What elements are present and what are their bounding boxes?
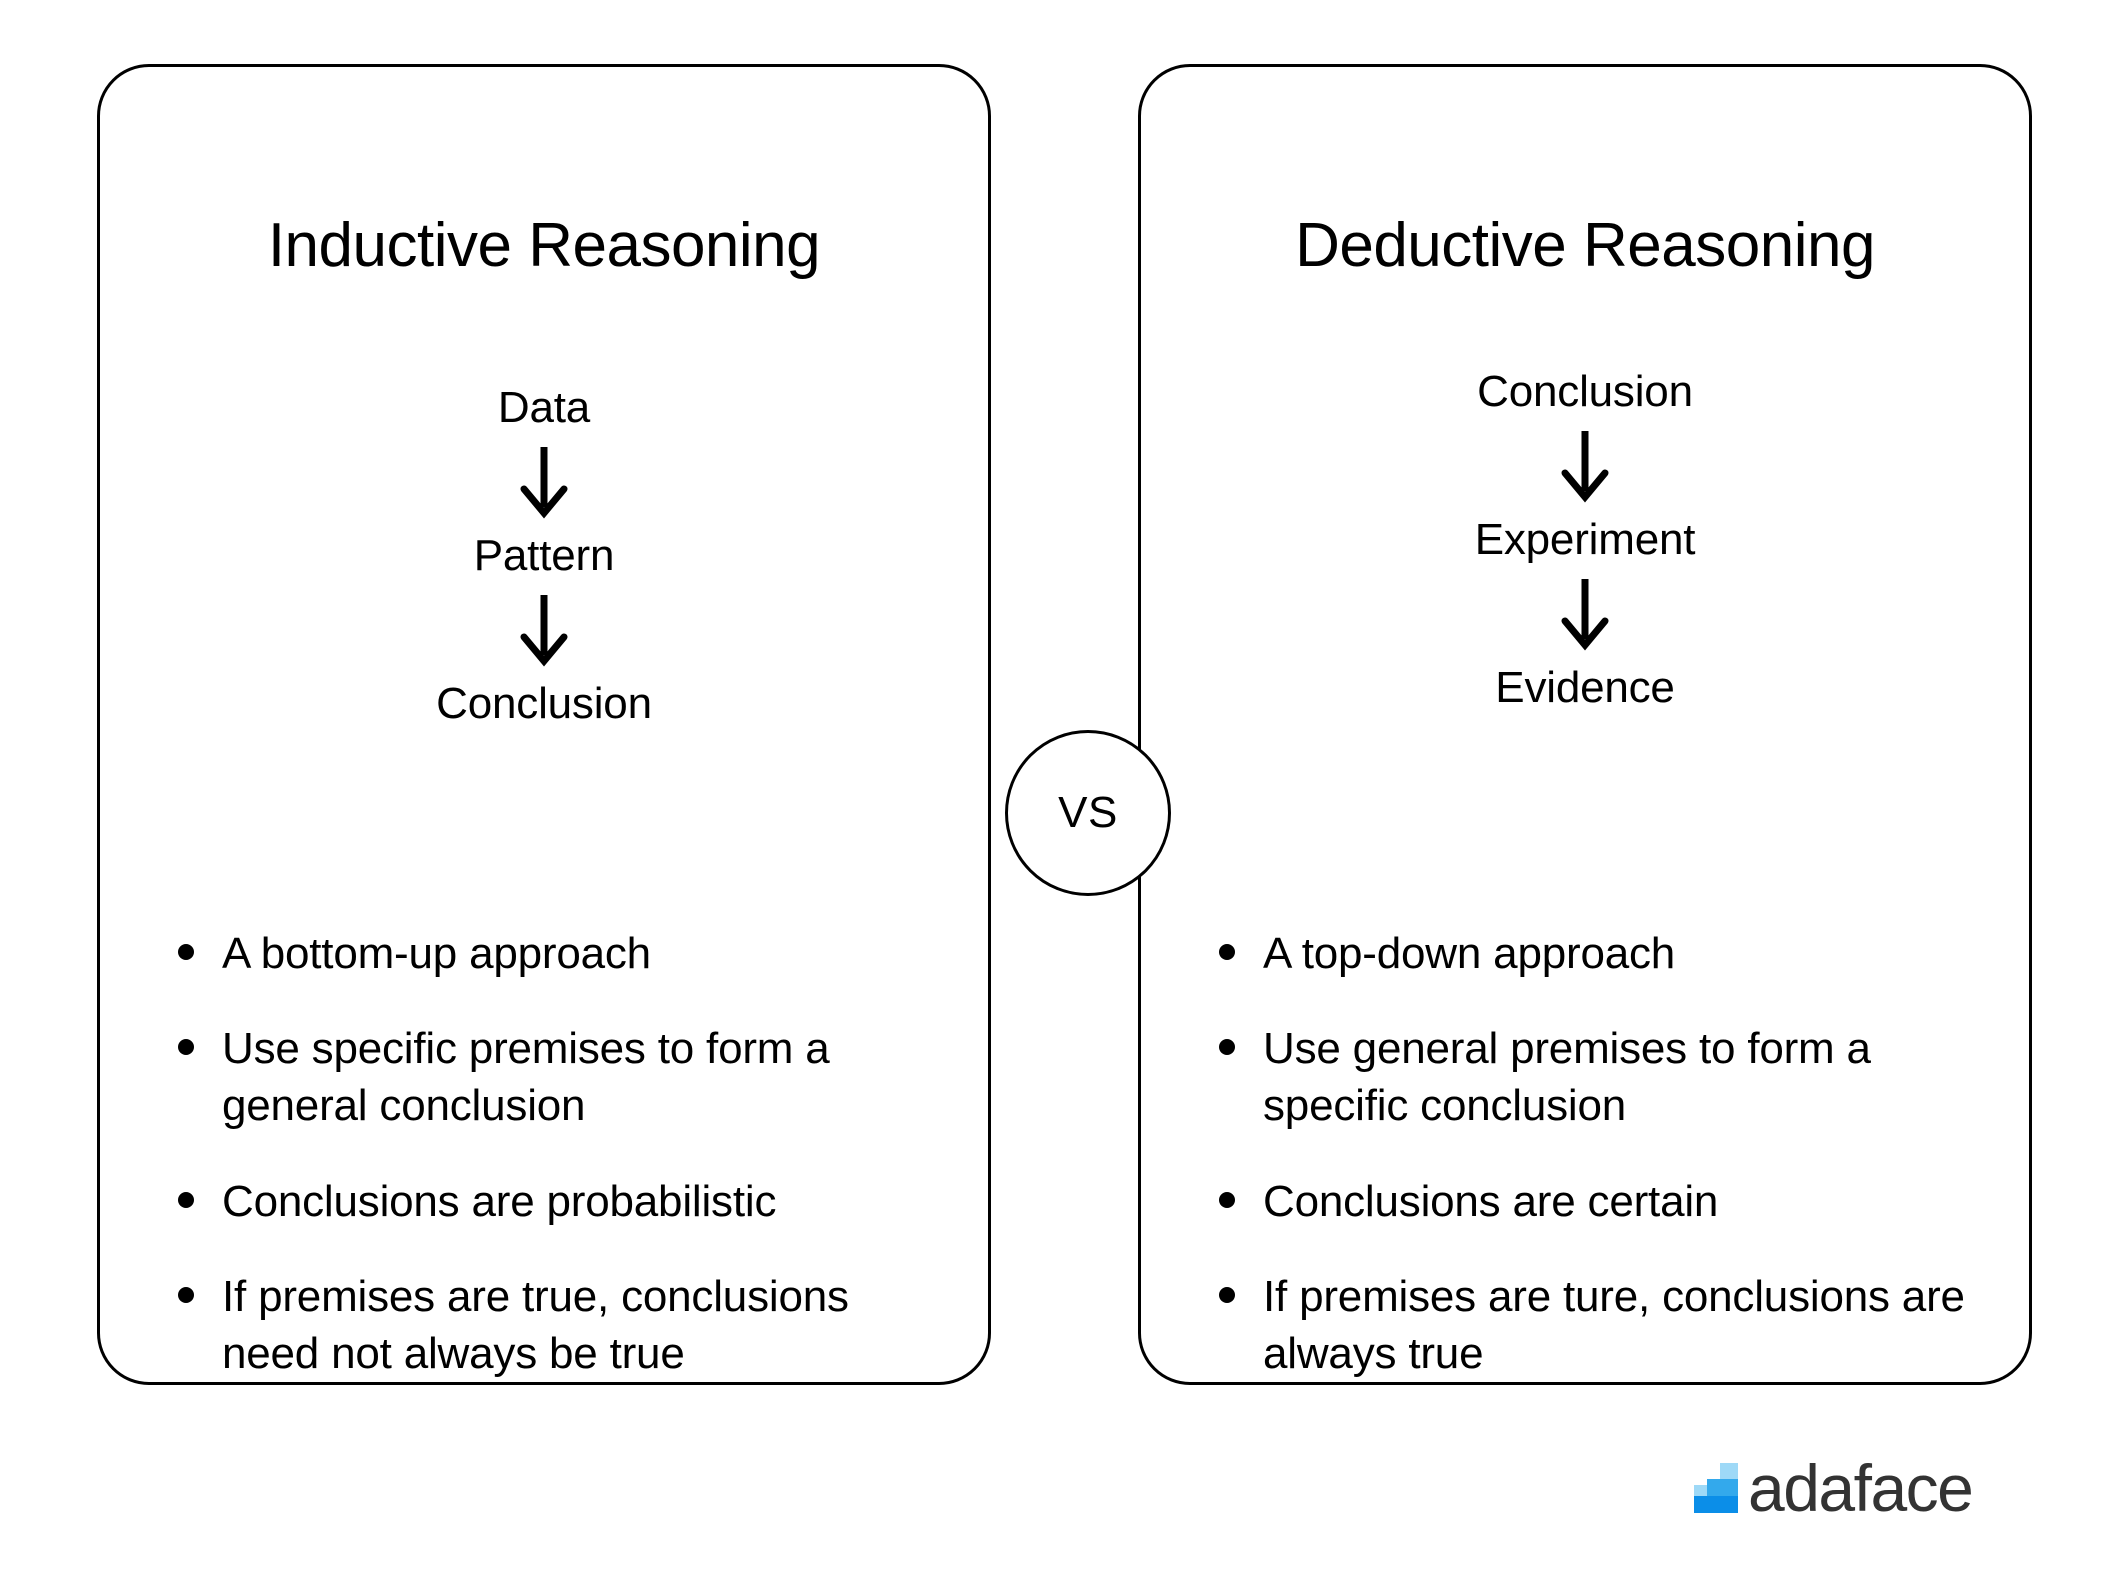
list-item: Conclusions are certain [1219,1173,1989,1230]
arrow-down-icon [1559,429,1611,503]
list-item: Use general premises to form a specific … [1219,1020,1989,1134]
flow-node-experiment: Experiment [1474,515,1696,565]
bullet-dot-icon [1219,1286,1235,1303]
bullet-dot-icon [1219,1039,1235,1056]
adaface-steps-logo-icon [1694,1463,1738,1513]
flow-node-conclusion: Conclusion [1477,367,1693,416]
list-item-label: Use general premises to form a specific … [1263,1024,1871,1131]
deductive-flow-diagram: Conclusion Experiment Evidence [1141,367,2029,713]
list-item: Conclusions are probabilistic [178,1173,948,1230]
flow-node-data: Data [497,383,591,432]
panel-inductive-reasoning: Inductive Reasoning Data Pattern Conclus… [97,64,991,1385]
inductive-flow-diagram: Data Pattern Conclusion [100,383,988,729]
list-item: A top-down approach [1219,925,1989,982]
arrow-down-icon [518,445,570,519]
versus-label: VS [1058,788,1118,837]
bullet-dot-icon [178,1039,194,1056]
flow-node-conclusion: Conclusion [436,679,652,729]
list-item-label: Conclusions are probabilistic [222,1176,777,1226]
bullet-dot-icon [1219,944,1235,960]
arrow-down-icon [518,593,570,667]
inductive-bullet-list: A bottom-up approach Use specific premis… [178,925,948,1382]
arrow-down-icon [1559,577,1611,651]
bullet-dot-icon [1219,1191,1235,1208]
list-item: If premises are true, conclusions need n… [178,1268,948,1382]
list-item-label: A bottom-up approach [222,929,651,978]
adaface-wordmark: adaface [1748,1451,1974,1525]
list-item: If premises are ture, conclusions are al… [1219,1268,1989,1382]
flow-node-evidence: Evidence [1495,663,1675,713]
deductive-bullet-list: A top-down approach Use general premises… [1219,925,1989,1382]
list-item: A bottom-up approach [178,925,948,982]
list-item-label: If premises are true, conclusions need n… [222,1271,849,1378]
flow-node-pattern: Pattern [473,531,615,581]
bullet-dot-icon [178,1191,194,1208]
list-item-label: Conclusions are certain [1263,1176,1719,1226]
list-item: Use specific premises to form a general … [178,1020,948,1134]
bullet-dot-icon [178,1286,194,1303]
list-item-label: A top-down approach [1263,929,1676,978]
panel-deductive-title: Deductive Reasoning [1295,211,1875,280]
versus-badge: VS [1005,730,1171,896]
adaface-logo: adaface [1694,1449,1974,1527]
list-item-label: Use specific premises to form a general … [222,1024,830,1131]
bullet-dot-icon [178,944,194,960]
panel-inductive-title: Inductive Reasoning [267,211,821,280]
panel-deductive-reasoning: Deductive Reasoning Conclusion Experimen… [1138,64,2032,1385]
list-item-label: If premises are ture, conclusions are al… [1263,1271,1965,1378]
